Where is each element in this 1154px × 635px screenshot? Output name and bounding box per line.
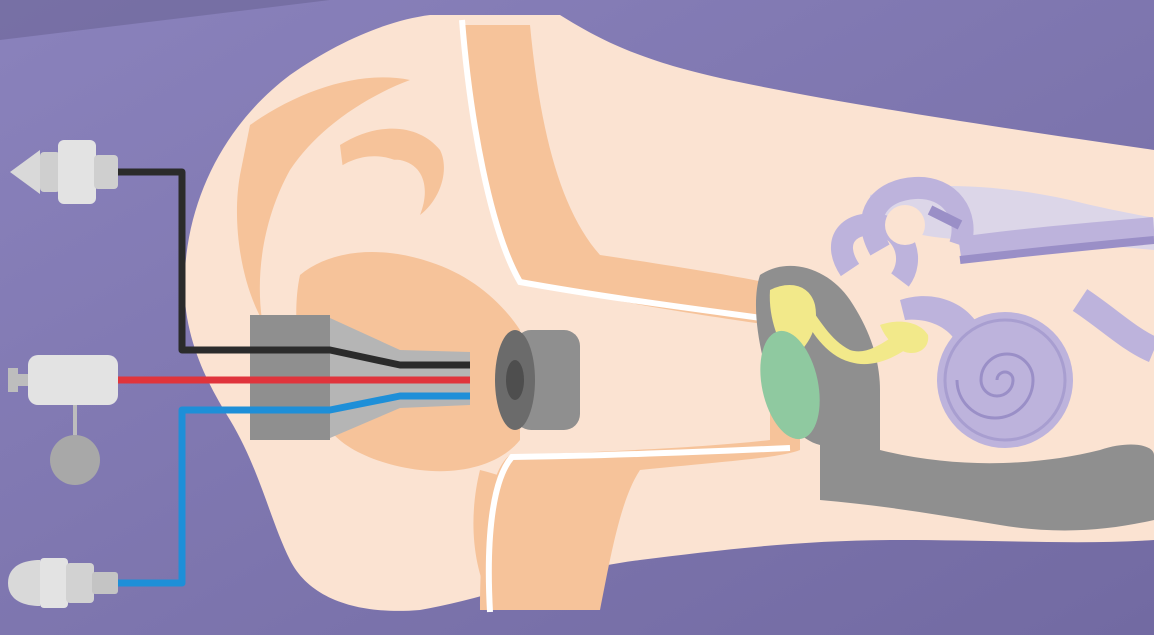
foam-tip xyxy=(495,330,580,430)
canal-hole xyxy=(885,205,925,245)
